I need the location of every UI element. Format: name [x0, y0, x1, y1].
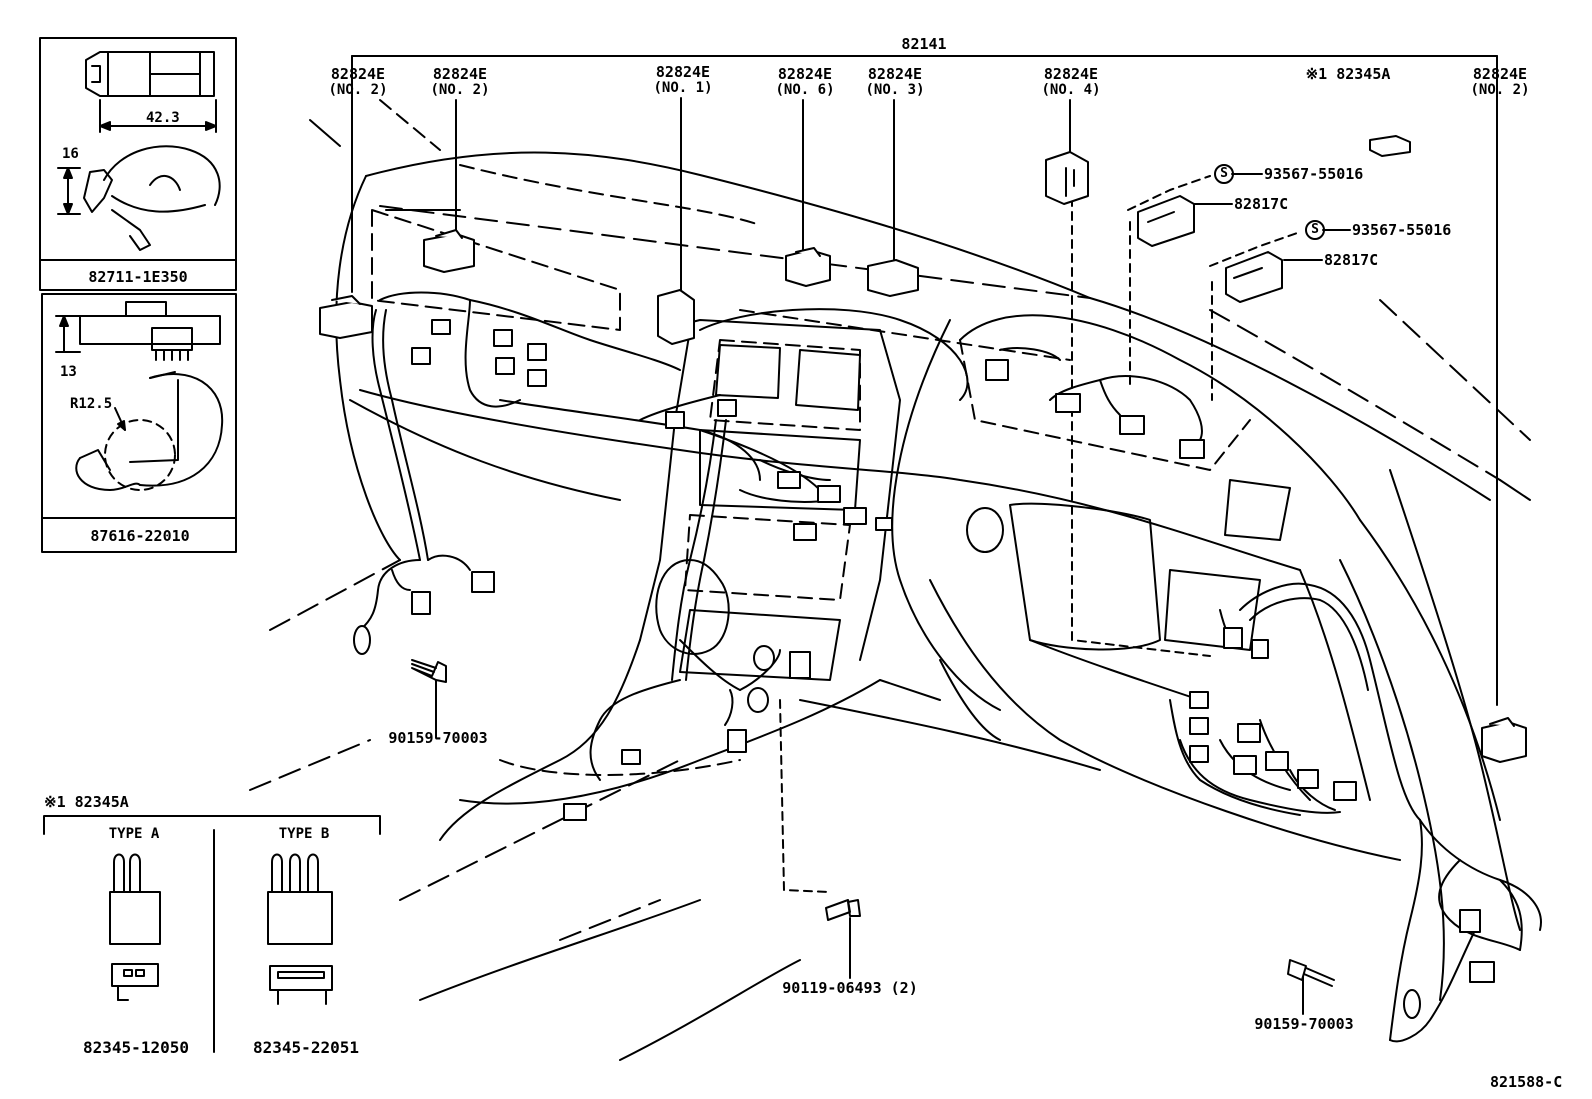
inset-clip-drawing [57, 51, 221, 251]
callout-sub: (NO. 1) [653, 80, 713, 96]
top-bracket-line [351, 55, 1498, 706]
connector-no3 [867, 259, 919, 297]
bolts [411, 659, 1335, 987]
relay-type-b-label: TYPE B [278, 826, 330, 842]
clip-part: 82711-1E350 [88, 268, 188, 286]
callout-part: 82824E [432, 65, 488, 83]
connector-no6 [785, 249, 831, 287]
relay-type-b [267, 853, 333, 1005]
harness-wires [359, 291, 1542, 1043]
dashboard-outline [249, 99, 1531, 1061]
connector-no2-right [1481, 721, 1527, 763]
callout-part: ※1 82345A [1305, 65, 1391, 83]
relay-part-a: 82345-12050 [83, 1038, 189, 1057]
callout-part: 82824E [777, 65, 833, 83]
bracket-part-b: 82817C [1324, 251, 1379, 269]
callout-sub: (NO. 3) [865, 82, 925, 98]
bolt-right [1287, 959, 1335, 987]
leader-lines [779, 175, 1301, 893]
relay-inset-frame [43, 815, 381, 1053]
part-82141: 82141 [901, 35, 947, 53]
bolt-center-part: 90119-06493 (2) [782, 979, 918, 997]
connector-no2-left [319, 301, 373, 339]
clamp-dim-height: 13 [60, 364, 77, 380]
relay-part-b: 82345-22051 [253, 1038, 359, 1057]
connector-no2-inner [423, 233, 475, 273]
callout-sub: (NO. 2) [1470, 82, 1530, 98]
callout-leaders [435, 97, 1351, 1015]
clamp-part: 87616-22010 [90, 527, 190, 545]
bolt-left-part: 90159-70003 [388, 729, 488, 747]
bolt-center [825, 899, 861, 921]
callout-part: 82824E [330, 65, 386, 83]
diagram-id: 821588-C [1490, 1073, 1563, 1091]
bracket-part-a: 82817C [1234, 195, 1289, 213]
s-mark-icon: S [1305, 220, 1325, 240]
s-mark-icon: S [1214, 164, 1234, 184]
relay-type-a [109, 853, 161, 1001]
callout-sub: (NO. 6) [775, 82, 835, 98]
screw-part-b: 93567-55016 [1352, 221, 1452, 239]
callout-part: 82824E [867, 65, 923, 83]
dim-height: 16 [62, 146, 79, 162]
connector-no1 [657, 289, 695, 345]
connectors [319, 135, 1527, 1019]
relay-type-a-label: TYPE A [108, 826, 160, 842]
inset-clip-frame [39, 37, 237, 291]
callout-sub: (NO. 2) [328, 82, 388, 98]
bolt-right-part: 90159-70003 [1254, 1015, 1354, 1033]
dim-length: 42.3 [146, 110, 180, 126]
callout-part: 82824E [1043, 65, 1099, 83]
bracket-82817c-a [1137, 195, 1195, 247]
clamp-dim-radius: R12.5 [70, 396, 113, 412]
screw-part-a: 93567-55016 [1264, 165, 1364, 183]
callout-sub: (NO. 2) [430, 82, 490, 98]
relay-title: ※1 82345A [44, 793, 129, 811]
callout-part: 82824E [1472, 65, 1528, 83]
inset-clamp-drawing [55, 301, 224, 491]
bolt-left [411, 659, 447, 683]
callout-sub: (NO. 4) [1041, 82, 1101, 98]
callout-part: 82824E [655, 63, 711, 81]
connector-82345a [1369, 135, 1411, 157]
inset-clamp-frame [41, 293, 237, 553]
bracket-82817c-b [1225, 251, 1283, 303]
